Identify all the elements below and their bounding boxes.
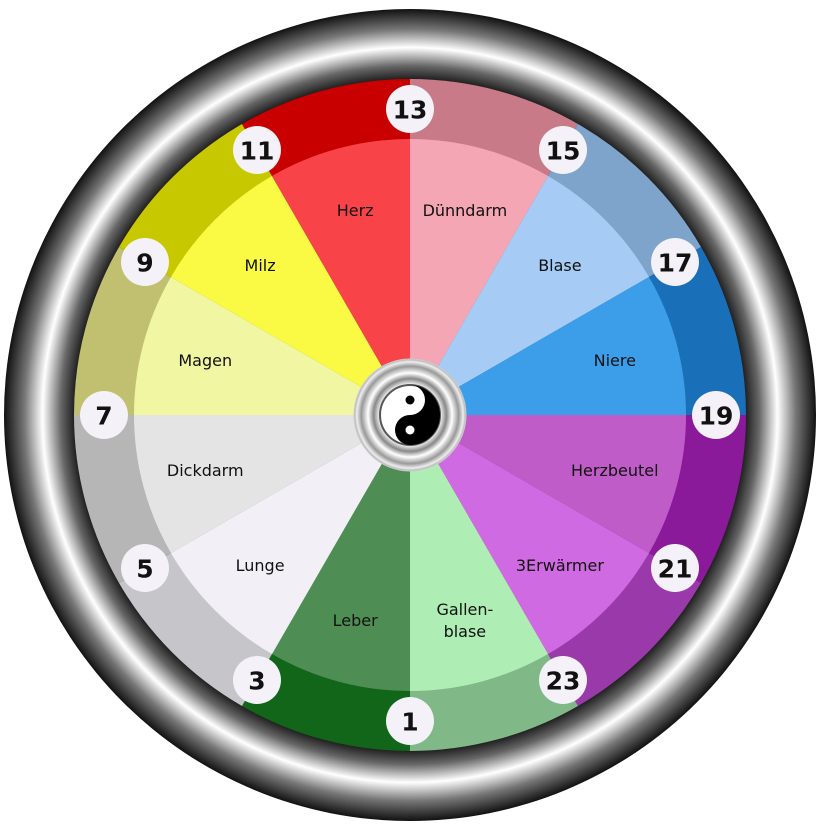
segment-inner xyxy=(410,277,686,415)
hour-marker: 1 xyxy=(386,697,434,745)
segment-label: Lunge xyxy=(236,556,285,575)
hour-marker: 15 xyxy=(539,125,587,174)
segment-label-line: Herz xyxy=(337,201,374,220)
segment-inner xyxy=(272,415,410,691)
segment-label: Niere xyxy=(594,351,636,370)
hour-label: 19 xyxy=(699,402,734,431)
segment-label-line: Gallen- xyxy=(436,600,493,619)
segment-inner xyxy=(410,139,548,415)
segment-inner xyxy=(410,175,650,415)
hour-marker: 19 xyxy=(692,391,740,439)
segment-label: Gallen-blase xyxy=(436,600,493,641)
segment-label-line: Lunge xyxy=(236,556,285,575)
hour-label: 7 xyxy=(95,402,112,431)
hour-label: 13 xyxy=(393,96,428,125)
segment-label-line: 3Erwärmer xyxy=(516,556,604,575)
hour-marker: 7 xyxy=(80,391,128,439)
hour-label: 9 xyxy=(136,249,153,278)
segment-label-line: Dickdarm xyxy=(167,461,244,480)
hour-label: 15 xyxy=(546,136,581,165)
segment-label: 3Erwärmer xyxy=(516,556,604,575)
segment-inner xyxy=(134,277,410,415)
hour-marker: 11 xyxy=(233,125,281,174)
hour-marker: 23 xyxy=(539,656,587,705)
segment-label-line: Dünndarm xyxy=(423,201,508,220)
segment-label-line: Herzbeutel xyxy=(571,461,659,480)
segment-label-line: Blase xyxy=(538,256,581,275)
hour-label: 23 xyxy=(546,667,581,696)
segment-label: Leber xyxy=(333,611,378,630)
hour-marker: 5 xyxy=(120,544,169,592)
hour-label: 3 xyxy=(248,667,265,696)
segment-label: Dünndarm xyxy=(423,201,508,220)
segment-inner xyxy=(134,415,410,553)
segment-label-line: Milz xyxy=(245,256,276,275)
segment-label-line: blase xyxy=(444,622,487,641)
hour-label: 21 xyxy=(658,555,693,584)
hour-marker: 17 xyxy=(651,238,700,286)
segment-inner xyxy=(410,415,548,691)
segment-label: Herzbeutel xyxy=(571,461,659,480)
segment-label: Herz xyxy=(337,201,374,220)
hour-label: 5 xyxy=(136,555,153,584)
segment-inner xyxy=(272,139,410,415)
segment-label: Blase xyxy=(538,256,581,275)
segment-label: Milz xyxy=(245,256,276,275)
segment-inner xyxy=(170,415,410,655)
hour-label: 17 xyxy=(658,249,693,278)
segment-label-line: Magen xyxy=(178,351,232,370)
segment-inner xyxy=(410,415,686,553)
segment-label-line: Leber xyxy=(333,611,378,630)
hour-marker: 21 xyxy=(651,544,700,592)
segment-label-line: Niere xyxy=(594,351,636,370)
segment-inner xyxy=(410,415,650,655)
hour-label: 1 xyxy=(401,708,418,737)
hour-label: 11 xyxy=(240,136,275,165)
hour-marker: 9 xyxy=(120,238,169,286)
segment-inner xyxy=(170,175,410,415)
hour-marker: 3 xyxy=(233,656,281,705)
segment-label: Dickdarm xyxy=(167,461,244,480)
hour-marker: 13 xyxy=(386,85,434,133)
yin-yang-icon xyxy=(353,358,467,472)
segment-label: Magen xyxy=(178,351,232,370)
